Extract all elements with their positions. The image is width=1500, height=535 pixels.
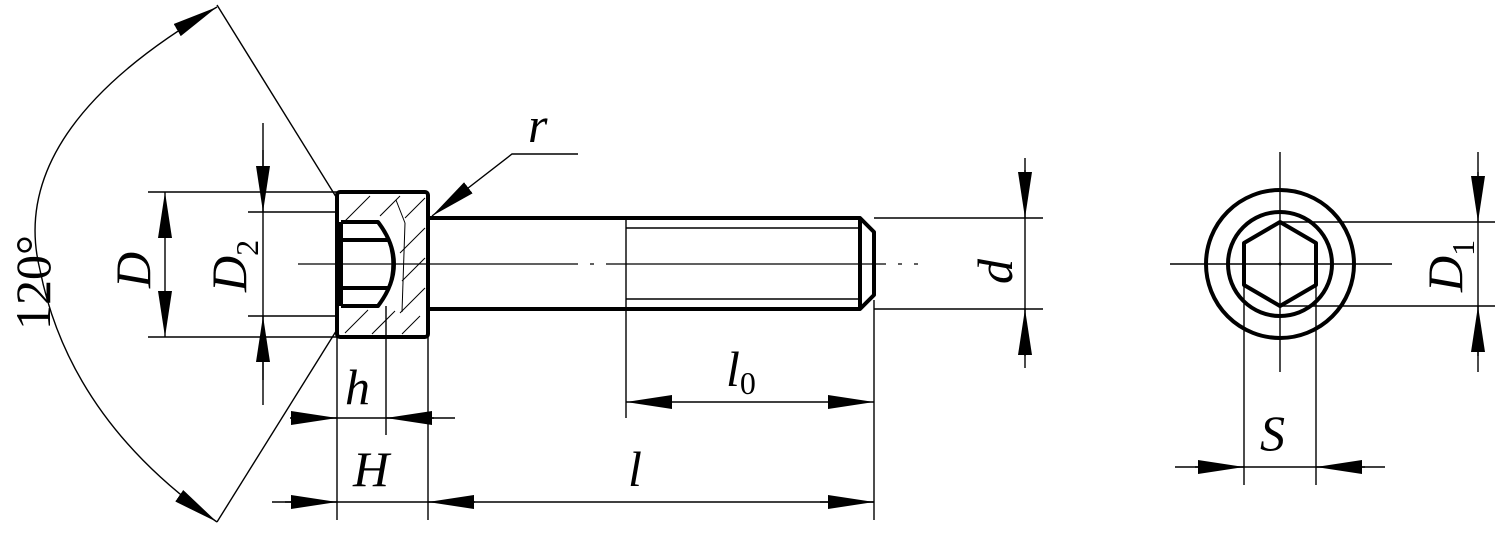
- end-view: D1 S: [1170, 152, 1495, 485]
- chamfer-line-top: [216, 4, 339, 201]
- D2-label: D2: [201, 240, 265, 293]
- d-label: d: [967, 258, 1023, 284]
- head-section-hatching: [344, 195, 426, 335]
- side-view: 120° D D2 h H l: [5, 4, 1043, 523]
- h-label: h: [345, 359, 370, 415]
- angle-label: 120°: [5, 235, 61, 330]
- D-label: D: [105, 252, 161, 289]
- l0-label: l0: [726, 341, 756, 401]
- r-leader-line: [431, 153, 578, 217]
- hex-socket-side: [336, 220, 396, 308]
- H-label: H: [352, 441, 392, 497]
- head-outer-circle: [1204, 188, 1356, 340]
- head-inner-circle: [1226, 210, 1334, 318]
- S-label: S: [1260, 405, 1285, 461]
- D1-label: D1: [1417, 240, 1481, 293]
- r-label: r: [528, 97, 548, 153]
- bolt-shank-outline: [428, 216, 876, 311]
- l-label: l: [628, 441, 642, 497]
- chamfer-line-bottom: [216, 327, 339, 523]
- angle-dimension-arc: [34, 6, 218, 523]
- center-mark: [1278, 262, 1282, 266]
